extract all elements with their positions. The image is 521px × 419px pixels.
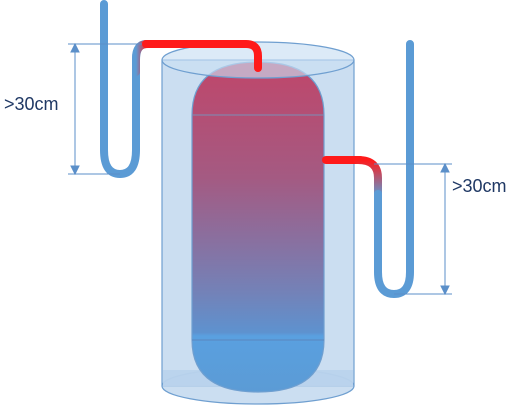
right-pipe-cold-section xyxy=(374,40,414,298)
left-pipe-transition xyxy=(132,40,152,76)
left-pipe-cold-section xyxy=(100,0,150,178)
inner-tank-shell xyxy=(191,61,325,393)
left-pipe-hot-section xyxy=(142,40,262,72)
right-dimension-bottom-arrow xyxy=(440,285,450,296)
left-dimension-top-arrow xyxy=(70,42,80,53)
left-height-label: >30cm xyxy=(4,94,59,114)
left-dimension-bottom-arrow xyxy=(70,165,80,176)
right-dimension-marker xyxy=(374,162,452,296)
right-pipe-transition xyxy=(354,156,382,200)
right-height-label: >30cm xyxy=(452,176,507,196)
right-dimension-top-arrow xyxy=(440,162,450,173)
left-dimension-marker xyxy=(68,42,142,176)
inner-tank xyxy=(191,61,325,393)
left-u-tube-pipe xyxy=(100,0,262,178)
